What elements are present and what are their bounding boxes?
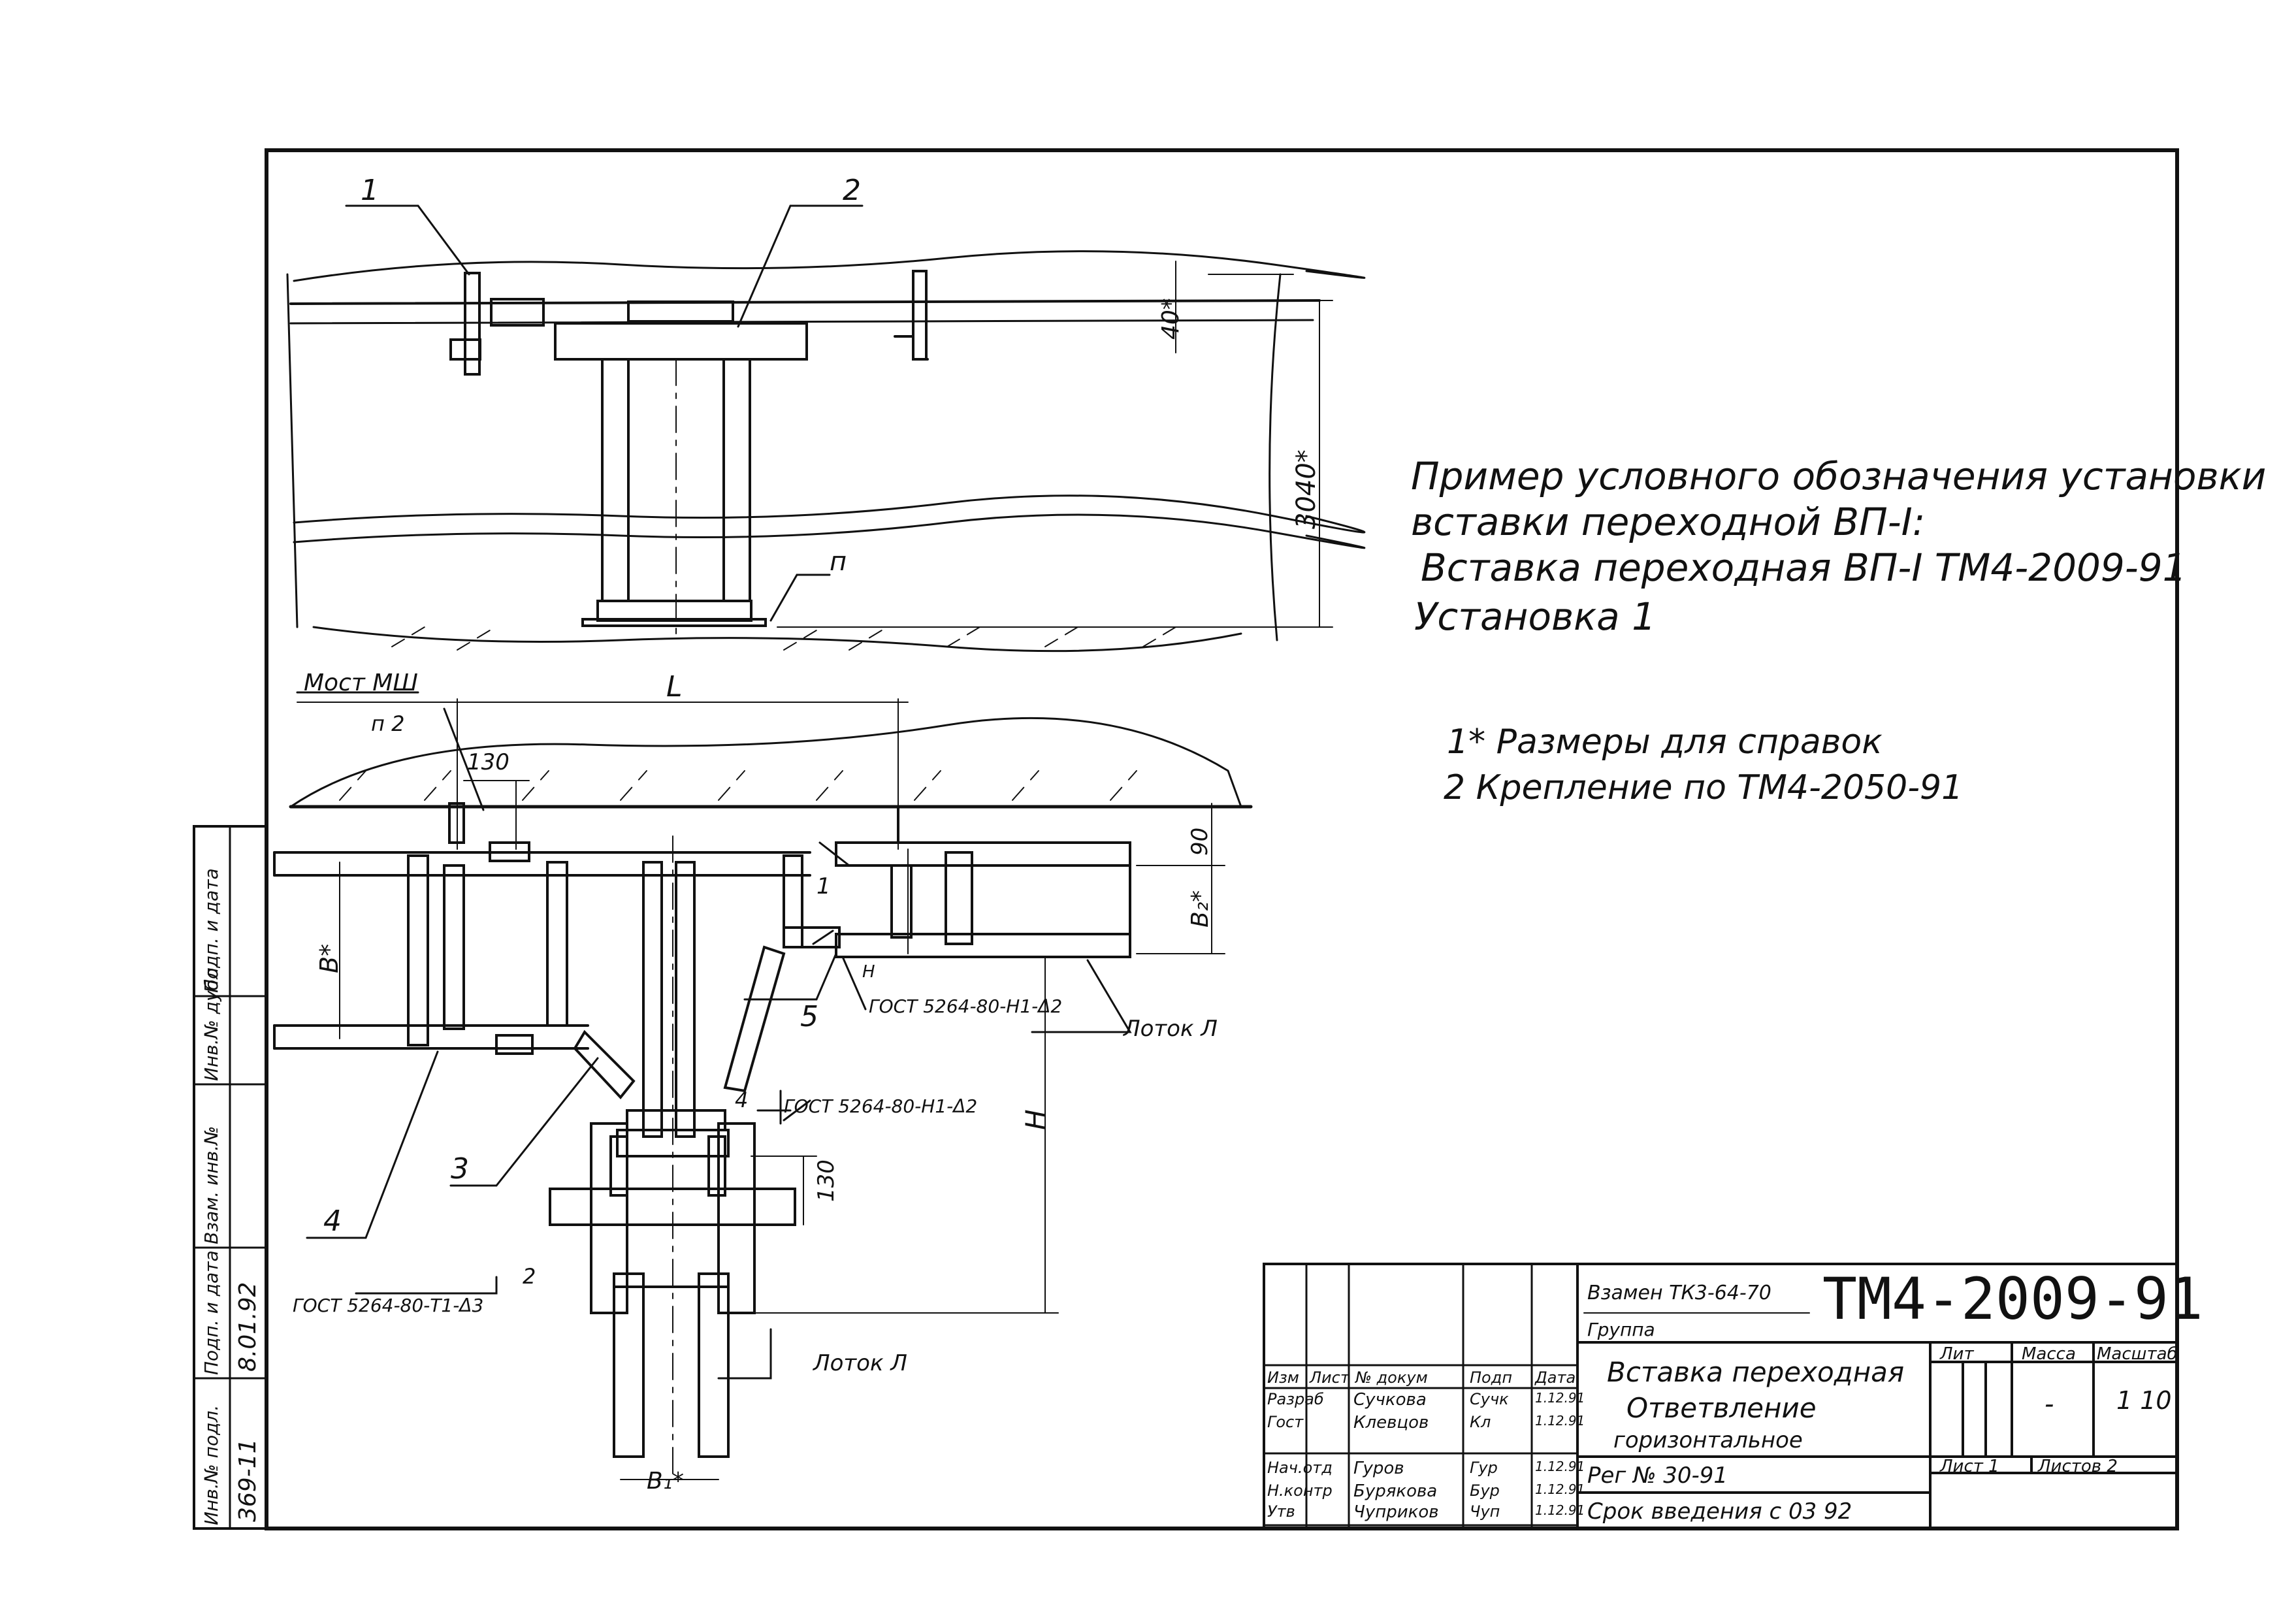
dim-90: 90	[1187, 827, 1213, 856]
plan-callout-4: 4	[323, 1205, 342, 1238]
dim-L: L	[666, 670, 683, 703]
staff-name-1: Клевцов	[1353, 1413, 1429, 1432]
side-stamp-value-1: 8.01.92	[234, 1282, 261, 1372]
staff-name-0: Сучкова	[1353, 1390, 1427, 1410]
tray-label-bottom: Лоток Л	[813, 1350, 907, 1376]
doc-title-line-3: горизонтальное	[1613, 1427, 1803, 1453]
staff-role-2: Нач.отд	[1267, 1459, 1333, 1477]
top-callout-2: 2	[843, 174, 861, 207]
side-stamp-label-4: Подп. и дата	[201, 868, 222, 993]
side-stamp-value-0: 369-11	[234, 1438, 261, 1522]
example-heading-line-1: Пример условного обозначения установки	[1411, 454, 2267, 498]
replaces-note: Взамен ТК3-64-70	[1587, 1282, 1771, 1304]
staff-sign-1: Кл	[1470, 1413, 1491, 1431]
example-designation: Вставка переходная ВП-I ТМ4-2009-91	[1421, 545, 2187, 590]
tray-label-right: Лоток Л	[1124, 1016, 1218, 1042]
weld-note-b: ГОСТ 5264-80-Н1-Δ2	[784, 1095, 978, 1117]
col-header-doc: № докум	[1355, 1368, 1428, 1387]
weld-note-c: ГОСТ 5264-80-Т1-Δ3	[293, 1295, 484, 1316]
mass-value: -	[2045, 1389, 2054, 1419]
scale-value: 1 10	[2116, 1386, 2172, 1415]
footnote-reference-dims: 1* Размеры для справок	[1447, 722, 1883, 762]
validity-date: Срок введения с 03 92	[1587, 1498, 1852, 1525]
bridge-label: Мост МШ	[304, 670, 418, 696]
side-stamp-label-1: Подп. и дата	[201, 1250, 222, 1375]
staff-date-2: 1.12.91	[1535, 1459, 1585, 1474]
dim-B: B*	[315, 943, 344, 973]
col-header-sign: Подп	[1470, 1368, 1513, 1387]
side-stamp-label-0: Инв.№ подл.	[201, 1404, 222, 1525]
weld-note-a: ГОСТ 5264-80-Н1-Δ2	[869, 995, 1063, 1017]
staff-role-3: Н.контр	[1267, 1481, 1333, 1500]
staff-date-4: 1.12.91	[1535, 1502, 1585, 1518]
staff-role-4: Утв	[1267, 1502, 1295, 1521]
top-dim-40: 40*	[1157, 298, 1184, 340]
staff-date-0: 1.12.91	[1535, 1390, 1585, 1406]
sheet-number: Лист 1	[1940, 1457, 1999, 1476]
col-header-date: Дата	[1535, 1368, 1576, 1387]
dim-H: H	[1020, 1109, 1052, 1130]
dim-130-top: 130	[467, 749, 509, 775]
side-stamp-label-2: Взам. инв.№	[201, 1125, 222, 1244]
dim-B2: B₂*	[1187, 890, 1214, 928]
side-stamp-frame	[193, 825, 268, 1530]
col-header-izm: Изм	[1267, 1368, 1299, 1387]
sheets-total: Листов 2	[2038, 1457, 2118, 1476]
doc-title-line-2: Ответвление	[1626, 1392, 1817, 1424]
title-block-frame	[1263, 1263, 2178, 1530]
example-heading-line-2: вставки переходной ВП-I:	[1411, 500, 1926, 544]
weld-symbol-h: Н	[862, 962, 875, 982]
staff-name-4: Чуприков	[1353, 1502, 1439, 1522]
staff-date-1: 1.12.91	[1535, 1413, 1585, 1429]
example-installation: Установка 1	[1414, 594, 1657, 639]
group-label: Группа	[1587, 1319, 1655, 1340]
plan-callout-4b: 4	[735, 1088, 749, 1112]
staff-role-1: Гост	[1267, 1413, 1304, 1431]
plan-callout-3: 3	[451, 1152, 469, 1186]
plan-callout-5: 5	[800, 1000, 818, 1033]
staff-name-3: Бурякова	[1353, 1481, 1438, 1501]
registration-number: Рег № 30-91	[1587, 1463, 1728, 1489]
plan-callout-1: 1	[817, 873, 831, 899]
staff-sign-2: Гур	[1470, 1459, 1498, 1477]
mass-header: Масса	[2022, 1344, 2076, 1364]
doc-title-line-1: Вставка переходная	[1607, 1356, 1905, 1388]
staff-sign-4: Чуп	[1470, 1502, 1500, 1521]
staff-date-3: 1.12.91	[1535, 1481, 1585, 1497]
scale-header: Масштаб	[2097, 1344, 2178, 1364]
staff-sign-0: Сучк	[1470, 1390, 1509, 1408]
dim-130-right: 130	[813, 1159, 839, 1202]
staff-sign-3: Бур	[1470, 1481, 1500, 1500]
dim-B1: B₁*	[647, 1468, 685, 1495]
callout-p2: п 2	[371, 711, 405, 736]
col-header-list: Лист	[1310, 1368, 1350, 1387]
staff-name-2: Гуров	[1353, 1459, 1404, 1478]
plan-callout-2: 2	[523, 1264, 536, 1289]
stage-header: Лит	[1940, 1344, 1974, 1364]
plan-view	[273, 691, 1253, 1480]
staff-role-0: Разраб	[1267, 1390, 1324, 1408]
top-callout-p: п	[830, 547, 847, 577]
top-view	[286, 204, 1366, 653]
footnote-fastening: 2 Крепление по ТМ4-2050-91	[1444, 768, 1964, 807]
top-dim-3040: 3040*	[1291, 449, 1321, 529]
top-callout-1: 1	[361, 174, 379, 207]
doc-number: ТМ4-2009-91	[1822, 1265, 2203, 1333]
